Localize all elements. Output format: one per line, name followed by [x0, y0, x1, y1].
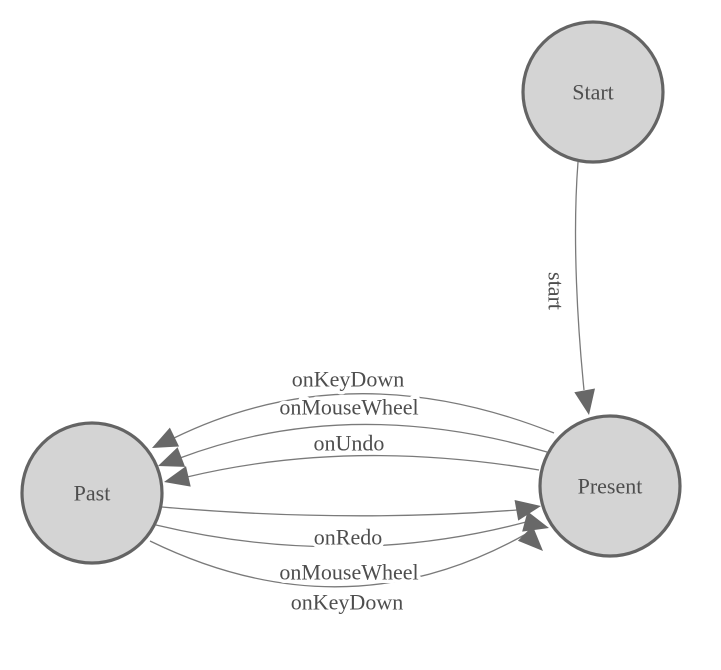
arrowhead-icon — [574, 388, 595, 415]
arrowhead-icon — [514, 500, 541, 521]
arrowhead-icon — [152, 427, 180, 448]
edge-label-layer: start onKeyDown onMouseWheel onUndo onRedo on… — [276, 269, 572, 618]
edge-path-past-to-present-onkeydown[interactable] — [149, 533, 527, 588]
edge-layer — [147, 161, 599, 588]
edge-present-to-past-onmousewheel[interactable] — [154, 423, 548, 475]
node-start[interactable]: Start — [521, 20, 665, 164]
edge-path-present-to-past-onundo[interactable] — [186, 454, 540, 478]
edge-path-present-to-past-onkeydown[interactable] — [173, 393, 555, 439]
edge-label: onMouseWheel — [279, 395, 418, 420]
arrowhead-icon — [164, 466, 191, 487]
edge-past-to-present-onkeydown[interactable] — [149, 525, 550, 588]
edge-path-past-to-present-onredo[interactable] — [161, 506, 518, 517]
edge-label: onUndo — [314, 431, 385, 456]
edge-past-to-present-onredo[interactable] — [161, 496, 543, 521]
edge-path-past-to-present-onmousewheel[interactable] — [155, 521, 527, 548]
edge-label: onRedo — [314, 525, 382, 550]
edge-present-to-past-onundo[interactable] — [162, 454, 540, 493]
edge-past-to-present-onmousewheel[interactable] — [155, 511, 552, 548]
node-present[interactable]: Present — [538, 414, 682, 558]
edge-label: onMouseWheel — [279, 560, 418, 585]
arrowhead-icon — [517, 525, 543, 551]
node-circle-start[interactable] — [521, 20, 665, 164]
arrowhead-icon — [158, 447, 186, 467]
node-circle-present[interactable] — [538, 414, 682, 558]
edge-path-start-to-present[interactable] — [574, 161, 585, 391]
node-circle-past[interactable] — [20, 421, 164, 565]
edge-label: onKeyDown — [292, 367, 404, 392]
edge-label: start — [544, 272, 569, 310]
edge-label: onKeyDown — [291, 590, 403, 615]
edge-path-present-to-past-onmousewheel[interactable] — [179, 423, 548, 459]
arrowhead-icon — [522, 511, 549, 532]
edge-present-to-past-onkeydown[interactable] — [147, 393, 555, 458]
node-past[interactable]: Past — [20, 421, 164, 565]
edge-start-to-present[interactable] — [574, 161, 599, 417]
